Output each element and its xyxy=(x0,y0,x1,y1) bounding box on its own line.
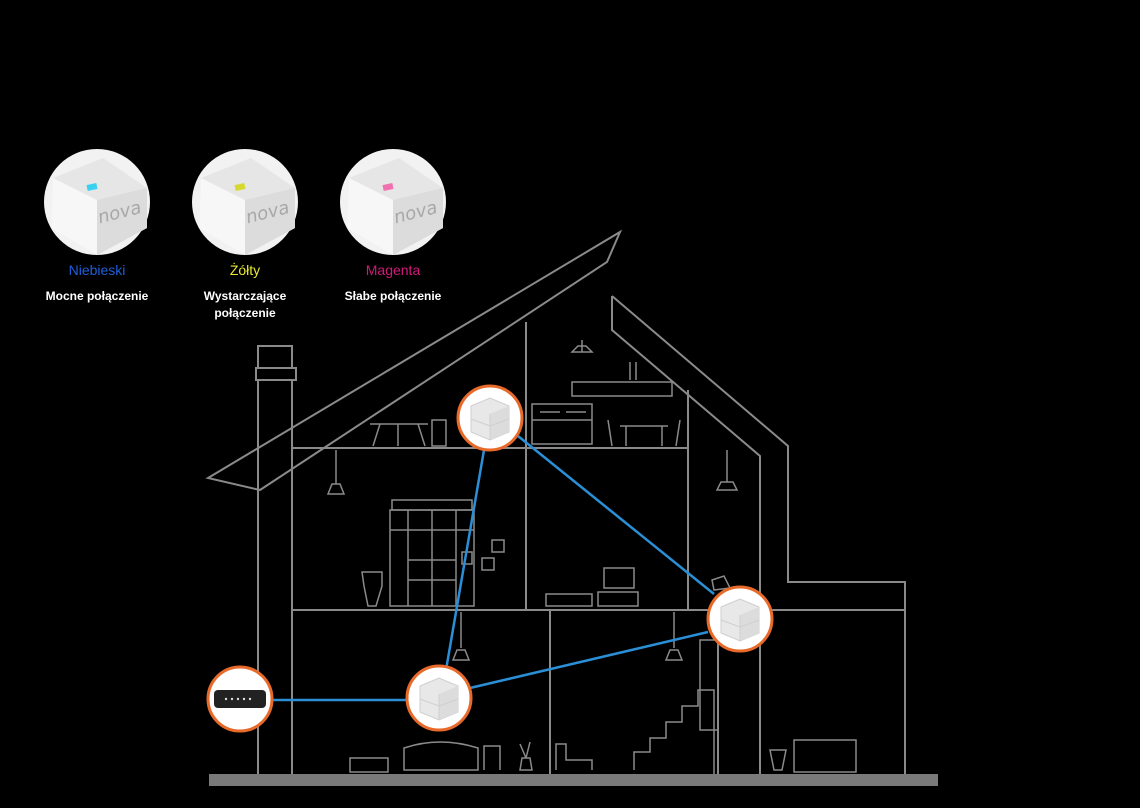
legend-yellow: nova Żółty Wystarczające połączenie xyxy=(170,148,320,322)
mesh-node-attic[interactable] xyxy=(456,384,524,452)
chimney-cap xyxy=(255,367,297,381)
right-wall xyxy=(611,295,906,774)
router-icon xyxy=(224,697,252,701)
legend-magenta: nova Magenta Słabe połączenie xyxy=(318,148,468,305)
mesh-node-icon xyxy=(470,397,510,441)
ground-strip xyxy=(209,774,938,786)
link-ground-right xyxy=(469,630,709,690)
mesh-node-icon xyxy=(419,677,459,721)
mesh-node-right[interactable] xyxy=(706,585,774,653)
legend-color-name: Żółty xyxy=(229,262,261,278)
legend-color-name: Niebieski xyxy=(68,262,126,278)
link-attic-right xyxy=(517,435,715,595)
link-ground-attic xyxy=(444,449,486,671)
nova-device-magenta-icon: nova xyxy=(340,149,446,255)
mesh-node-ground[interactable] xyxy=(405,664,473,732)
legend-blue: nova Niebieski Mocne połączenie xyxy=(22,148,172,305)
nova-device-blue-icon: nova xyxy=(44,149,150,255)
house-outline xyxy=(205,229,938,786)
legend-color-name: Magenta xyxy=(365,262,421,278)
router-node[interactable] xyxy=(206,665,274,733)
legend-description: Słabe połączenie xyxy=(344,289,442,303)
main-roof xyxy=(205,229,623,492)
right-roof xyxy=(611,296,761,774)
furniture xyxy=(326,340,857,774)
mesh-links xyxy=(272,435,715,702)
nova-device-yellow-icon: nova xyxy=(192,149,298,255)
legend-description: Wystarczające połączenie xyxy=(203,289,287,320)
legend-description: Mocne połączenie xyxy=(45,289,149,303)
mesh-node-icon xyxy=(720,598,760,642)
